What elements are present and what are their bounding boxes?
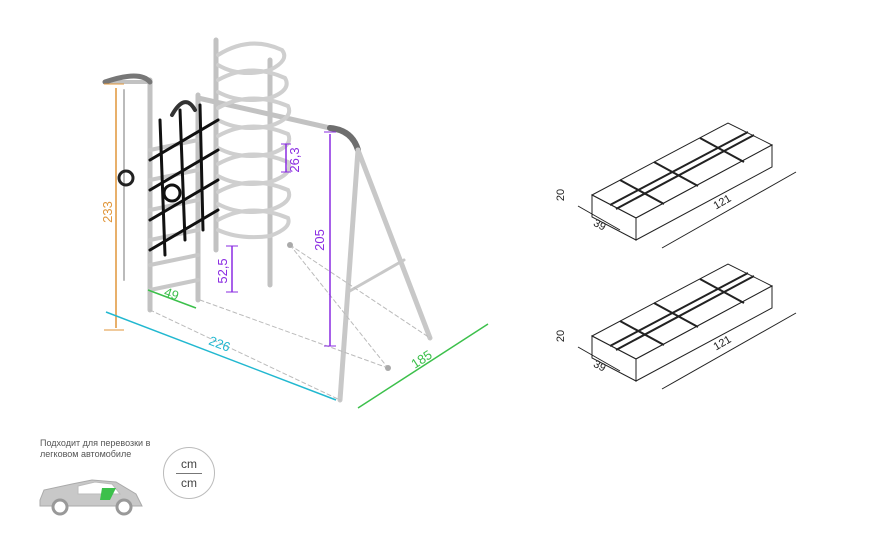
units-bottom: cm bbox=[181, 476, 197, 490]
car-icon bbox=[39, 479, 143, 516]
dim-label-185: 185 bbox=[408, 347, 434, 371]
dimension-ladder-width: 49 bbox=[147, 284, 197, 309]
transport-note: Подходит для перевозки в легковом автомо… bbox=[40, 438, 151, 459]
package-box-2: 20 39 121 bbox=[555, 263, 797, 390]
dimension-ladder-height: 52,5 bbox=[215, 245, 238, 293]
climbing-net bbox=[148, 103, 220, 257]
dim-label-52-5: 52,5 bbox=[215, 258, 230, 283]
dimension-step-spacing: 26,3 bbox=[281, 143, 302, 173]
package-1-depth: 39 bbox=[591, 217, 607, 233]
units-top: cm bbox=[181, 457, 197, 471]
package-2-depth: 39 bbox=[591, 358, 607, 374]
package-box-1: 20 39 121 bbox=[555, 122, 797, 249]
package-1-height: 20 bbox=[555, 189, 567, 201]
sports-complex bbox=[102, 37, 433, 403]
dim-label-226: 226 bbox=[207, 333, 233, 355]
dim-label-49: 49 bbox=[162, 284, 181, 303]
units-divider bbox=[176, 473, 202, 474]
units-badge: cm cm bbox=[163, 447, 215, 499]
dim-label-205: 205 bbox=[312, 229, 327, 251]
dim-label-26-3: 26,3 bbox=[287, 147, 302, 172]
dimension-depth: 185 bbox=[357, 323, 489, 409]
dimension-swing-height: 205 bbox=[312, 131, 336, 347]
package-2-height: 20 bbox=[555, 330, 567, 342]
dimension-rope-height: 233 bbox=[100, 83, 124, 331]
dim-label-233: 233 bbox=[100, 201, 115, 223]
dimension-width: 226 bbox=[105, 311, 337, 401]
